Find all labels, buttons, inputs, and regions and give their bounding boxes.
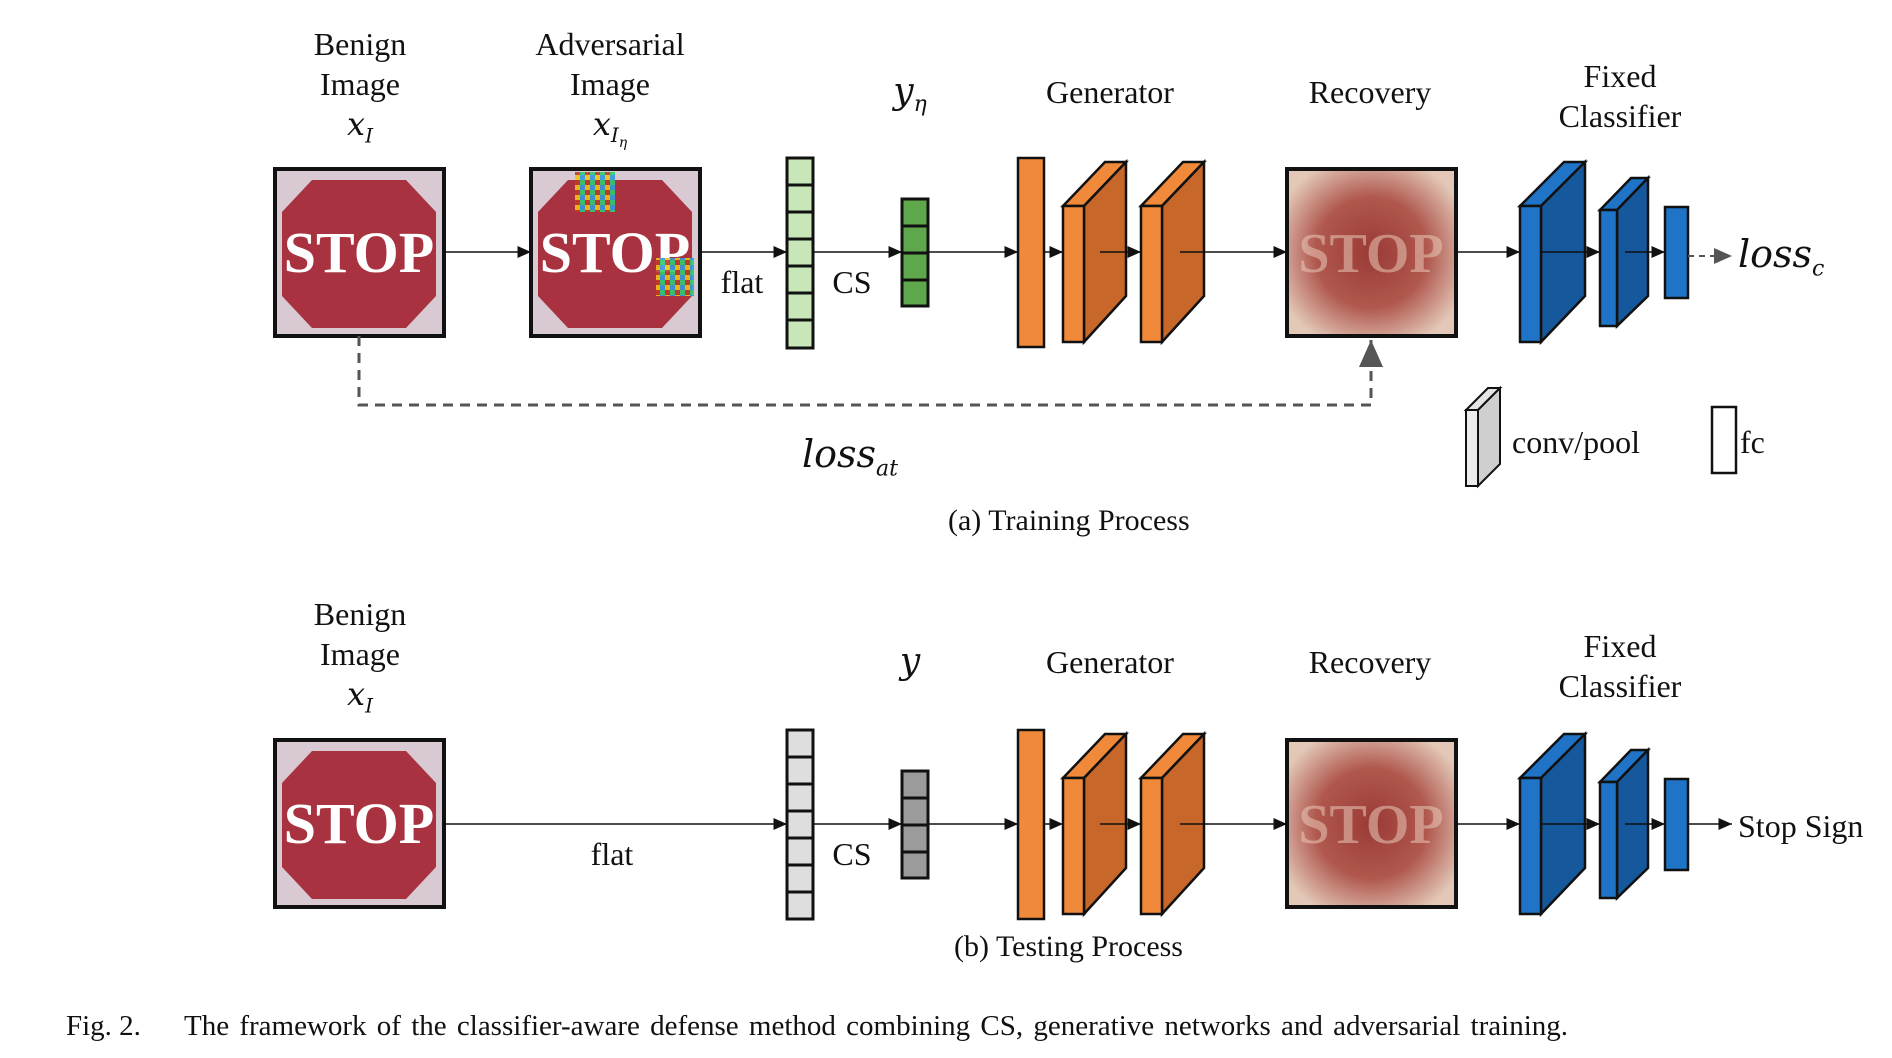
training-generator-label: Generator	[1046, 74, 1174, 110]
training-adversarial-image: STOP	[529, 167, 702, 338]
training-classifier-label: Fixed Classifier	[1558, 58, 1682, 134]
testing-classifier-label: Fixed Classifier	[1558, 628, 1682, 704]
legend-conv-label: conv/pool	[1512, 424, 1640, 460]
training-benign-label: Benign Image xI	[313, 26, 407, 148]
svg-text:STOP: STOP	[284, 220, 434, 285]
training-recovery-label: Recovery	[1308, 74, 1432, 110]
training-recovery-image: STOP	[1285, 167, 1458, 338]
figure-number: Fig. 2.	[66, 1010, 141, 1042]
training-benign-image: STOP	[273, 167, 446, 338]
testing-flat-label: flat	[590, 836, 634, 872]
training-loss-c-label: lossc	[1738, 232, 1825, 282]
testing-output-label: Stop Sign	[1738, 808, 1864, 844]
testing-measurement-label: y	[899, 641, 921, 682]
training-adversarial-label: Adversarial Image xIη	[535, 26, 685, 152]
testing-measurement-vector	[900, 769, 930, 880]
training-flat-label: flat	[720, 264, 764, 300]
training-caption: (a) Training Process	[948, 504, 1190, 537]
testing-recovery-image: STOP	[1285, 738, 1458, 909]
svg-text:STOP: STOP	[1298, 223, 1443, 285]
training-cs-label: CS	[832, 264, 872, 300]
testing-benign-label: Benign Image xI	[313, 596, 407, 718]
svg-text:STOP: STOP	[284, 791, 434, 856]
figure-caption: The framework of the classifier-aware de…	[184, 1010, 1569, 1042]
legend-conv-icon	[1463, 385, 1503, 489]
testing-recovery-label: Recovery	[1308, 644, 1432, 680]
loss-at-path	[357, 336, 1383, 407]
testing-benign-image: STOP	[273, 738, 446, 909]
testing-cs-label: CS	[832, 836, 872, 872]
testing-generator-label: Generator	[1046, 644, 1174, 680]
testing-flat-vector	[785, 728, 815, 921]
training-measurement-vector	[900, 197, 930, 308]
training-flat-vector	[785, 156, 815, 350]
testing-caption: (b) Testing Process	[954, 930, 1183, 963]
svg-text:STOP: STOP	[1298, 794, 1443, 856]
training-loss-at-label: lossat	[801, 432, 898, 482]
legend-fc-label: fc	[1740, 424, 1765, 460]
training-measurement-label: yη	[893, 71, 927, 118]
legend-fc-icon	[1710, 405, 1738, 475]
